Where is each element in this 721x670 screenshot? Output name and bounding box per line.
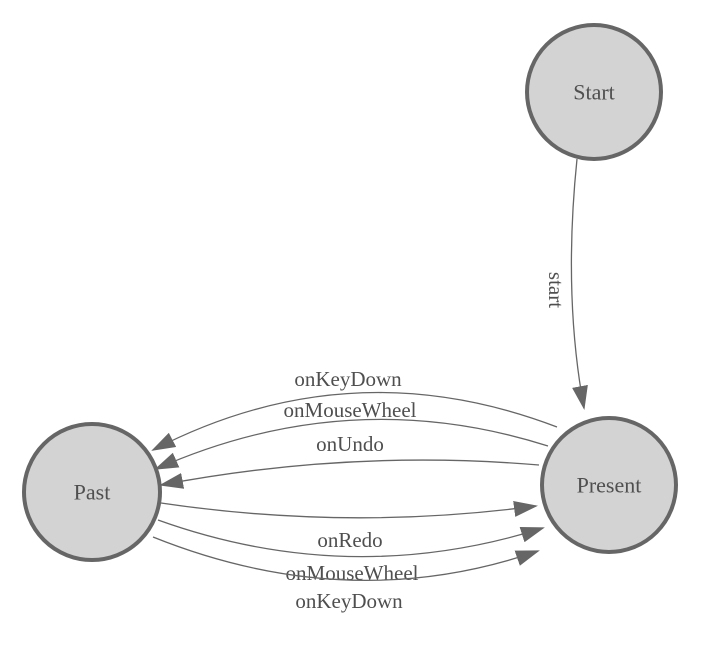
- edge-label-onkeydown-top: onKeyDown: [294, 367, 402, 391]
- state-node-present-circle: [540, 416, 678, 554]
- edge-start-to-present: [570, 158, 588, 410]
- edge-label-onmousewheel-bottom: onMouseWheel: [286, 561, 419, 585]
- edge-present-to-past-onkeydown: [151, 391, 558, 451]
- edge-past-to-present-onredo: [160, 500, 538, 519]
- state-node-past: Past: [22, 422, 162, 562]
- edge-past-to-present-onmousewheel: [157, 519, 545, 558]
- edge-label-onundo: onUndo: [316, 432, 384, 456]
- edge-label-onredo: onRedo: [317, 528, 382, 552]
- state-node-present-label: Present: [577, 473, 642, 498]
- edge-present-to-past-onundo: [159, 459, 540, 489]
- edge-label-start: start: [544, 272, 568, 308]
- state-node-start: Start: [525, 23, 663, 161]
- edge-label-onkeydown-bottom: onKeyDown: [295, 589, 403, 613]
- edge-present-to-past-onmousewheel: [154, 418, 549, 470]
- state-node-start-label: Start: [573, 80, 615, 105]
- edge-label-onmousewheel-top: onMouseWheel: [284, 398, 417, 422]
- state-node-past-label: Past: [74, 480, 111, 505]
- state-node-start-circle: [525, 23, 663, 161]
- edge-past-to-present-onkeydown: [152, 536, 540, 581]
- state-node-past-circle: [22, 422, 162, 562]
- state-node-present: Present: [540, 416, 678, 554]
